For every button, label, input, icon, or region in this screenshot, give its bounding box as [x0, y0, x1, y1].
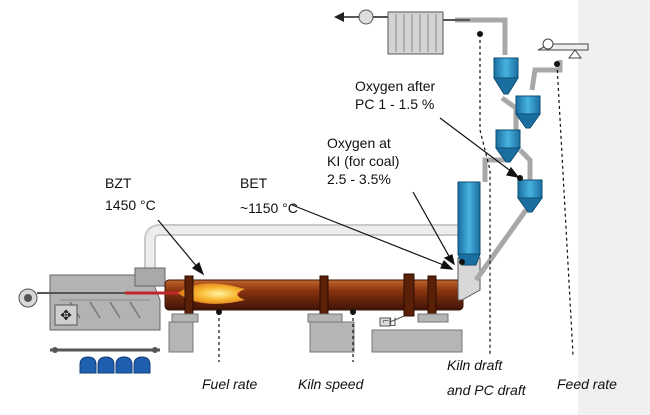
kiln-tyre-2: [319, 275, 329, 315]
feed-elevator: [537, 38, 589, 59]
preheater-cyclone-3: [495, 129, 521, 163]
preheater-cyclone-4: [517, 179, 543, 213]
right-margin-strip: [578, 0, 650, 415]
label-kiln-speed: Kiln speed: [298, 376, 364, 392]
preheater-cyclone-1: [493, 57, 519, 95]
svg-text:✥: ✥: [60, 308, 72, 324]
calciner: [457, 181, 481, 255]
label-oxygen-ki-line2: KI (for coal): [327, 153, 400, 169]
preheater-cyclone-2: [515, 95, 541, 129]
preheater-ducts: [455, 17, 563, 282]
label-bet: BET: [240, 175, 268, 191]
label-oxygen-ki-line1: Oxygen at: [327, 135, 391, 151]
cooler-fans: [79, 356, 151, 374]
clinker-cooler: ✥: [49, 267, 166, 353]
label-oxygen-pc-line1: Oxygen after: [355, 78, 436, 94]
measurement-lines: [218, 34, 574, 362]
bag-filter: [387, 11, 470, 55]
exhaust-fan: [334, 9, 388, 25]
drive-symbol: ⌐∐: [382, 317, 397, 327]
label-bzt-temp: 1450 °C: [105, 197, 156, 213]
label-bet-temp: ~1150 °C: [240, 200, 298, 213]
burner-flame: [178, 283, 245, 304]
kiln-drive: [379, 315, 405, 327]
label-fuel-rate: Fuel rate: [202, 376, 258, 392]
kiln-piers: [168, 313, 463, 353]
label-oxygen-ki-line3: 2.5 - 3.5%: [327, 171, 391, 187]
annotation-arrows: [157, 117, 520, 276]
label-bzt: BZT: [105, 175, 132, 191]
measurement-points: [216, 31, 560, 315]
kiln-girth-gear: [403, 273, 415, 317]
label-oxygen-pc-line2: PC 1 - 1.5 %: [355, 96, 435, 112]
label-feed-rate: Feed rate: [557, 376, 617, 392]
label-kiln-draft-line1: Kiln draft: [447, 357, 503, 373]
label-kiln-draft-line2: and PC draft: [447, 382, 526, 395]
kiln-tyre-3: [427, 275, 437, 315]
burner-fan: [18, 288, 130, 308]
kiln-tyre-1: [184, 275, 194, 315]
